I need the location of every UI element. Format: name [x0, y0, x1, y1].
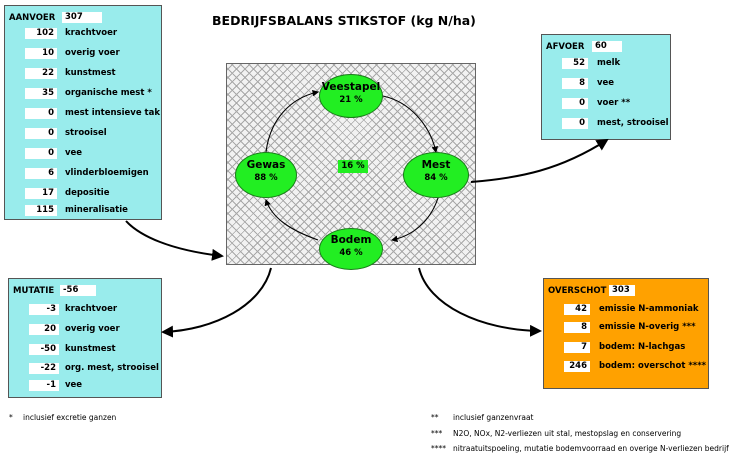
overschot-row-label: bodem: N-lachgas — [599, 342, 686, 352]
mutatie-value: -50 — [29, 344, 59, 355]
node-gewas-name: Gewas — [246, 159, 286, 171]
mutatie-label: MUTATIE — [13, 286, 55, 296]
node-bodem: Bodem 46 % — [319, 228, 383, 270]
arrow-afvoer-out — [470, 138, 609, 183]
node-gewas: Gewas 88 % — [235, 152, 297, 198]
node-bodem-name: Bodem — [330, 234, 372, 246]
footnote-text: inclusief excretie ganzen — [23, 413, 117, 422]
arrow-veestapel-mest — [382, 95, 439, 154]
aanvoer-row-label: overig voer — [65, 48, 120, 58]
node-veestapel-name: Veestapel — [321, 81, 381, 93]
aanvoer-value: 22 — [25, 68, 57, 79]
cycle-center-percentage: 16 % — [338, 160, 368, 173]
node-mest: Mest 84 % — [403, 152, 469, 198]
overschot-value: 7 — [564, 342, 590, 353]
aanvoer-row-label: strooisel — [65, 128, 107, 138]
afvoer-panel: AFVOER 60 52 melk 8 vee 0 voer ** 0 mest, st… — [541, 34, 671, 140]
footnote-2: ** inclusief ganzenvraat — [431, 413, 534, 422]
afvoer-row-label: vee — [597, 78, 615, 88]
arrow-overschot-out — [418, 267, 542, 337]
afvoer-value: 8 — [562, 78, 588, 89]
mutatie-row-label: overig voer — [65, 324, 120, 334]
footnote-1: * inclusief excretie ganzen — [9, 413, 116, 422]
aanvoer-value: 0 — [25, 128, 57, 139]
aanvoer-value: 0 — [25, 108, 57, 119]
aanvoer-value: 0 — [25, 148, 57, 159]
aanvoer-row-label: vee — [65, 148, 83, 158]
afvoer-label: AFVOER — [546, 42, 585, 52]
aanvoer-label: AANVOER — [9, 13, 56, 23]
page-title: BEDRIJFSBALANS STIKSTOF (kg N/ha) — [212, 13, 476, 28]
afvoer-row-label: voer ** — [597, 98, 631, 108]
aanvoer-row-label: kunstmest — [65, 68, 116, 78]
node-mest-name: Mest — [421, 159, 451, 171]
aanvoer-row-label: krachtvoer — [65, 28, 118, 38]
mutatie-value: 20 — [29, 324, 59, 335]
node-mest-pct: 84 % — [424, 173, 448, 183]
overschot-value: 42 — [564, 304, 590, 315]
mutatie-total: -56 — [60, 285, 96, 296]
mutatie-panel: MUTATIE -56 -3 krachtvoer 20 overig voer -… — [8, 278, 162, 398]
aanvoer-row-label: mineralisatie — [65, 205, 128, 215]
aanvoer-value: 10 — [25, 48, 57, 59]
overschot-panel: OVERSCHOT 303 42 emissie N-ammoniak 8 emis… — [543, 278, 709, 389]
afvoer-value: 0 — [562, 98, 588, 109]
aanvoer-value: 6 — [25, 168, 57, 179]
node-gewas-pct: 88 % — [254, 173, 278, 183]
aanvoer-value: 35 — [25, 88, 57, 99]
footnote-marker: * — [9, 413, 13, 422]
overschot-value: 8 — [564, 322, 590, 333]
mutatie-row-label: krachtvoer — [65, 304, 118, 314]
afvoer-row-label: mest, strooisel — [597, 118, 669, 128]
aanvoer-value: 102 — [25, 28, 57, 39]
mutatie-value: -3 — [29, 304, 59, 315]
mutatie-value: -22 — [29, 363, 59, 374]
mutatie-row-label: kunstmest — [65, 344, 116, 354]
aanvoer-row-label: vlinderbloemigen — [65, 168, 149, 178]
aanvoer-total: 307 — [62, 12, 102, 23]
overschot-label: OVERSCHOT — [548, 286, 607, 296]
footnote-3: *** N2O, NOx, N2-verliezen uit stal, mest… — [431, 429, 681, 438]
arrow-mutatie-out — [161, 267, 272, 338]
mutatie-row-label: org. mest, strooisel — [65, 363, 159, 373]
node-bodem-pct: 46 % — [339, 248, 363, 258]
footnote-text: nitraatuitspoeling, mutatie bodemvoorraa… — [453, 444, 729, 453]
arrow-bodem-gewas — [264, 198, 319, 241]
arrow-gewas-veestapel — [265, 89, 320, 153]
aanvoer-row-label: depositie — [65, 188, 110, 198]
afvoer-value: 0 — [562, 118, 588, 129]
overschot-row-label: emissie N-ammoniak — [599, 304, 699, 314]
node-veestapel: Veestapel 21 % — [319, 74, 383, 118]
aanvoer-value: 115 — [25, 205, 57, 216]
overschot-row-label: bodem: overschot **** — [599, 361, 707, 371]
overschot-row-label: emissie N-overig *** — [599, 322, 696, 332]
overschot-value: 246 — [564, 361, 590, 372]
afvoer-value: 52 — [562, 58, 588, 69]
footnote-text: N2O, NOx, N2-verliezen uit stal, mestops… — [453, 429, 682, 438]
overschot-total: 303 — [609, 285, 635, 296]
footnote-marker: **** — [431, 444, 446, 453]
mutatie-value: -1 — [29, 380, 59, 391]
footnote-text: inclusief ganzenvraat — [453, 413, 534, 422]
arrow-aanvoer-in — [125, 220, 224, 261]
arrow-mest-bodem — [390, 197, 439, 243]
footnote-4: **** nitraatuitspoeling, mutatie bodemvoo… — [431, 444, 729, 453]
node-veestapel-pct: 21 % — [339, 95, 363, 105]
aanvoer-value: 17 — [25, 188, 57, 199]
afvoer-total: 60 — [592, 41, 622, 52]
mutatie-row-label: vee — [65, 380, 83, 390]
afvoer-row-label: melk — [597, 58, 621, 68]
footnote-marker: *** — [431, 429, 443, 438]
aanvoer-row-label: organische mest * — [65, 88, 152, 98]
aanvoer-row-label: mest intensieve tak — [65, 108, 161, 118]
footnote-marker: ** — [431, 413, 439, 422]
